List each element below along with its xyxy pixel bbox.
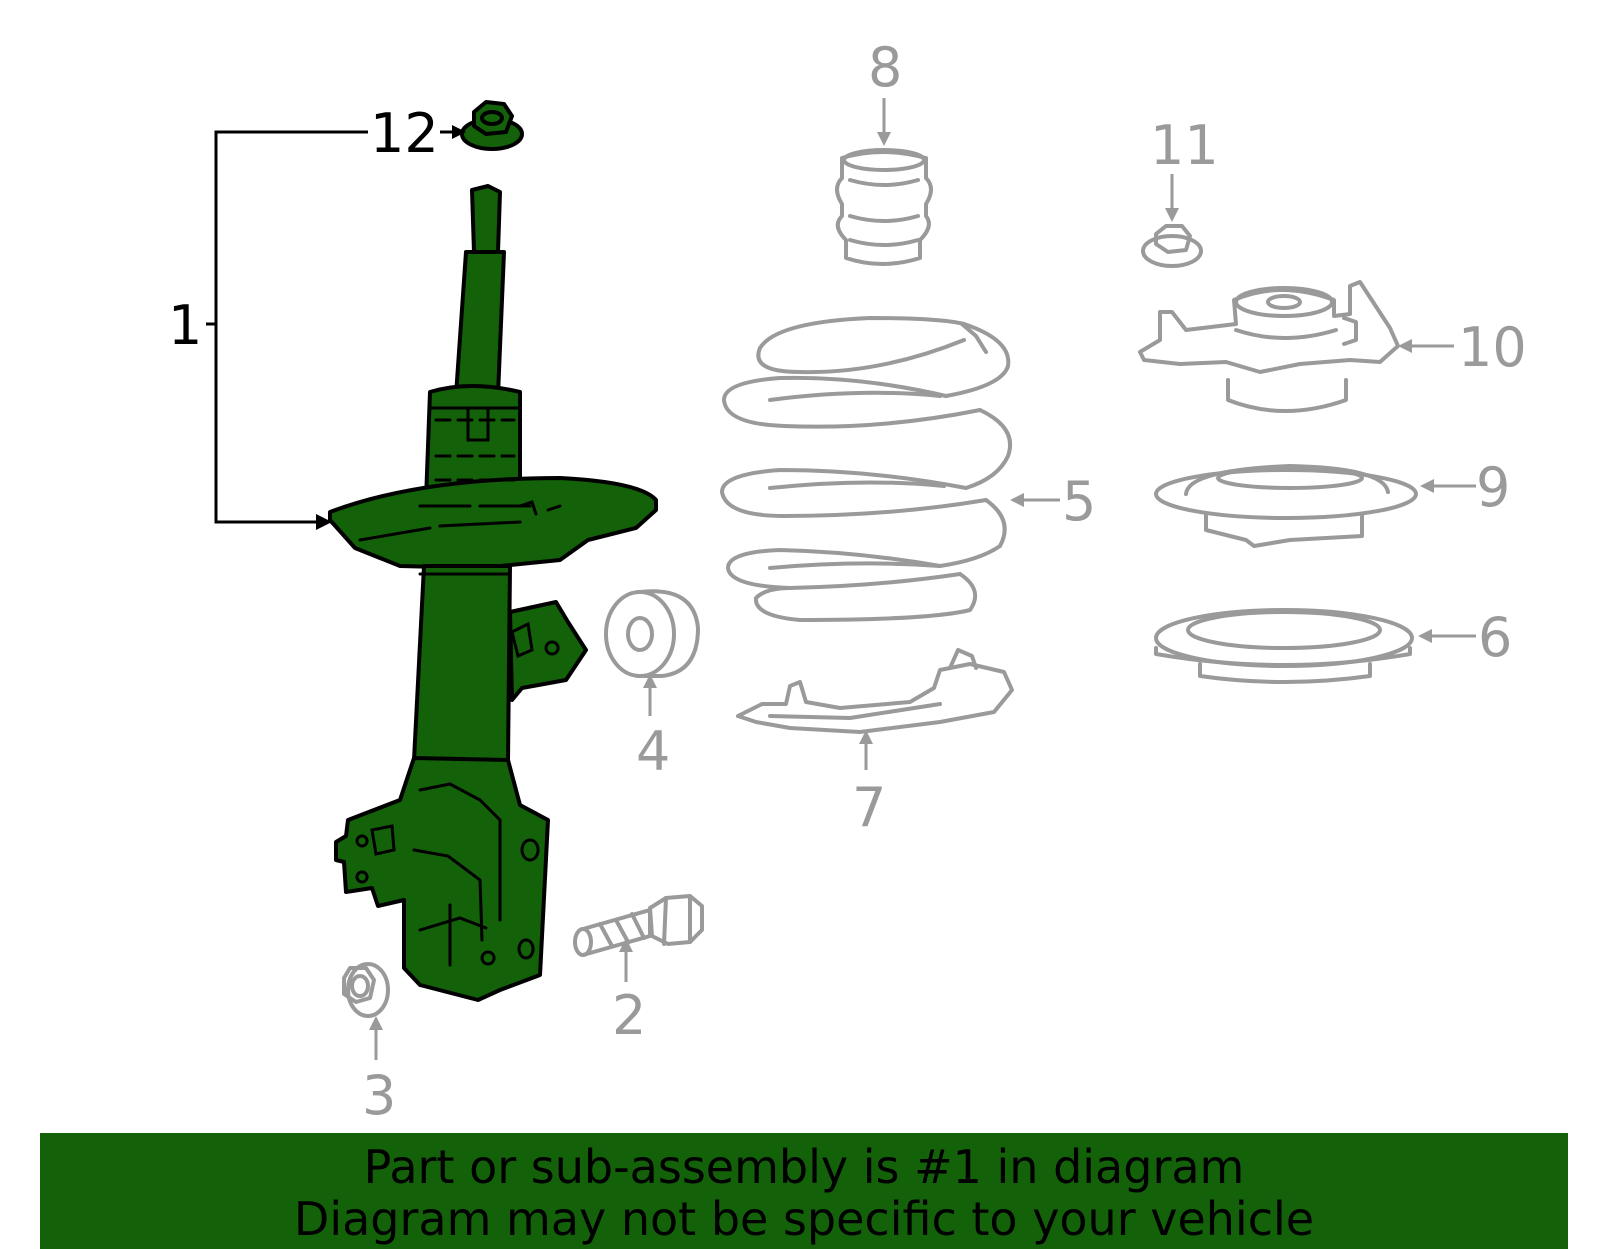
callout-2: 2 [612,984,646,1047]
spring-insulator-7[interactable] [736,648,1014,734]
callout-8: 8 [868,36,902,99]
info-banner: Part or sub-assembly is #1 in diagram Di… [40,1133,1568,1249]
callout-7: 7 [852,776,886,839]
bump-stop-8[interactable] [835,148,933,266]
bearing-9[interactable] [1154,464,1418,548]
callout-11: 11 [1150,114,1219,177]
callout-12-arrowhead [452,125,466,139]
coil-spring-5[interactable] [720,316,1013,622]
bolt-2[interactable] [573,894,704,957]
callout-6: 6 [1478,606,1512,669]
callout-1-arrowhead [316,514,332,530]
grey-arrows [369,98,1476,1060]
callout-10: 10 [1458,316,1527,379]
callout-1-bracket [206,130,368,524]
nut-3[interactable] [342,962,390,1018]
bushing-4[interactable] [604,589,700,678]
strut-details [355,406,562,967]
callout-4: 4 [636,720,670,783]
lower-spring-seat-6[interactable] [1154,608,1414,684]
banner-line-2: Diagram may not be specific to your vehi… [293,1192,1315,1246]
upper-mount-10[interactable] [1138,280,1400,413]
callout-9: 9 [1476,456,1510,519]
nut-11[interactable] [1141,224,1203,268]
strut-assembly[interactable] [328,184,658,1002]
top-nut-12[interactable] [460,100,524,151]
callout-3: 3 [362,1064,396,1127]
callout-1: 1 [168,294,202,357]
banner-line-1: Part or sub-assembly is #1 in diagram [363,1140,1245,1194]
callout-12: 12 [370,102,439,165]
callout-5: 5 [1062,470,1096,533]
